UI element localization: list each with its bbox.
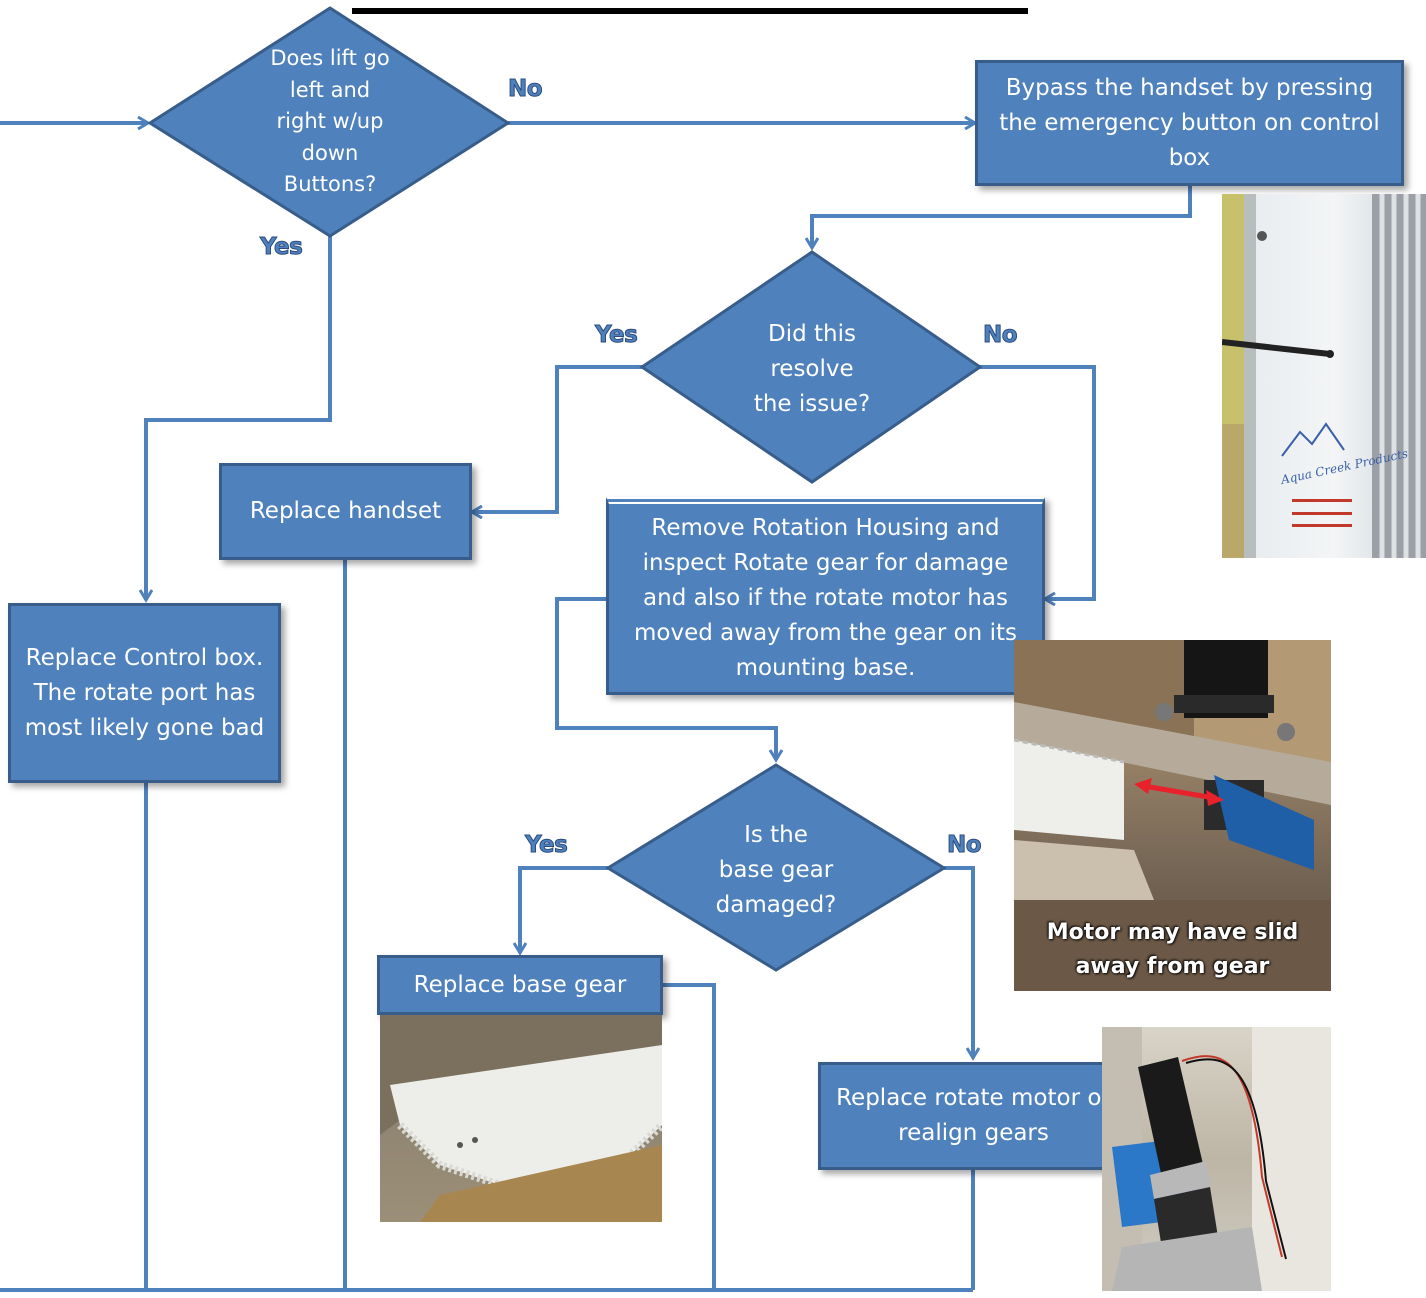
decision-text-lift: Does lift go left and right w/up down Bu… [230,42,430,202]
decision-text-resolve: Did this resolve the issue? [712,315,912,423]
decision-line: Buttons? [283,172,377,197]
decision-line: damaged? [715,891,837,918]
label-d3-no: No [946,832,982,859]
connector-d1-yes [146,236,332,600]
process-text: Bypass the handset by pressing the emerg… [999,74,1380,171]
rotate-motor-photo [1102,1027,1331,1291]
base-gear-photo [380,1015,662,1222]
page-title-underline [352,0,1028,14]
decision-line: resolve [770,355,854,382]
decision-line: Is the [744,821,808,848]
process-text: Replace Control box. The rotate port has… [24,644,265,741]
decision-diamond-lift [147,6,511,238]
motor-gear-photo: Motor may have slid away from gear [1014,640,1331,991]
process-text: Replace handset [249,498,442,524]
process-replace-rotate-motor: Replace rotate motor or realign gears [818,1062,1129,1170]
decision-line: Did this [768,320,856,347]
decision-text-base-gear: Is the base gear damaged? [676,816,876,924]
decision-line: base gear [718,856,834,883]
process-replace-control-box: Replace Control box. The rotate port has… [8,603,281,783]
connector-d3-yes [520,866,608,953]
label-d2-no: No [982,322,1018,349]
decision-line: the issue? [753,390,871,417]
connector-d2-yes [472,365,642,512]
label-d1-no: No [507,76,543,103]
decision-diamond-resolve [639,250,983,484]
process-replace-base-gear: Replace base gear [377,955,663,1015]
connector-base-gear-down [663,983,716,1290]
decision-diamond-base-gear [605,763,947,972]
decision-line: Does lift go [270,46,390,71]
process-text: Remove Rotation Housing and inspect Rota… [634,514,1017,681]
motor-gear-caption: Motor may have slid away from gear [1046,920,1299,979]
decision-line: down [301,140,359,165]
connector-bypass-d2 [812,186,1192,248]
process-text: Replace rotate motor or realign gears [836,1085,1111,1146]
control-box-photo: Aqua Creek Products [1222,194,1426,558]
process-bypass-handset: Bypass the handset by pressing the emerg… [975,60,1404,186]
decision-line: left and [289,77,371,102]
label-d3-yes: Yes [524,832,568,859]
label-d1-yes: Yes [259,234,303,261]
connector-d2-no [980,365,1096,599]
decision-line: right w/up [276,109,384,134]
connector-housing-d3 [555,597,776,760]
label-d2-yes: Yes [594,322,638,349]
process-replace-handset: Replace handset [219,463,472,560]
connector-d3-no [944,866,973,1058]
process-remove-rotation-housing: Remove Rotation Housing and inspect Rota… [606,497,1045,695]
process-text: Replace base gear [413,971,627,998]
